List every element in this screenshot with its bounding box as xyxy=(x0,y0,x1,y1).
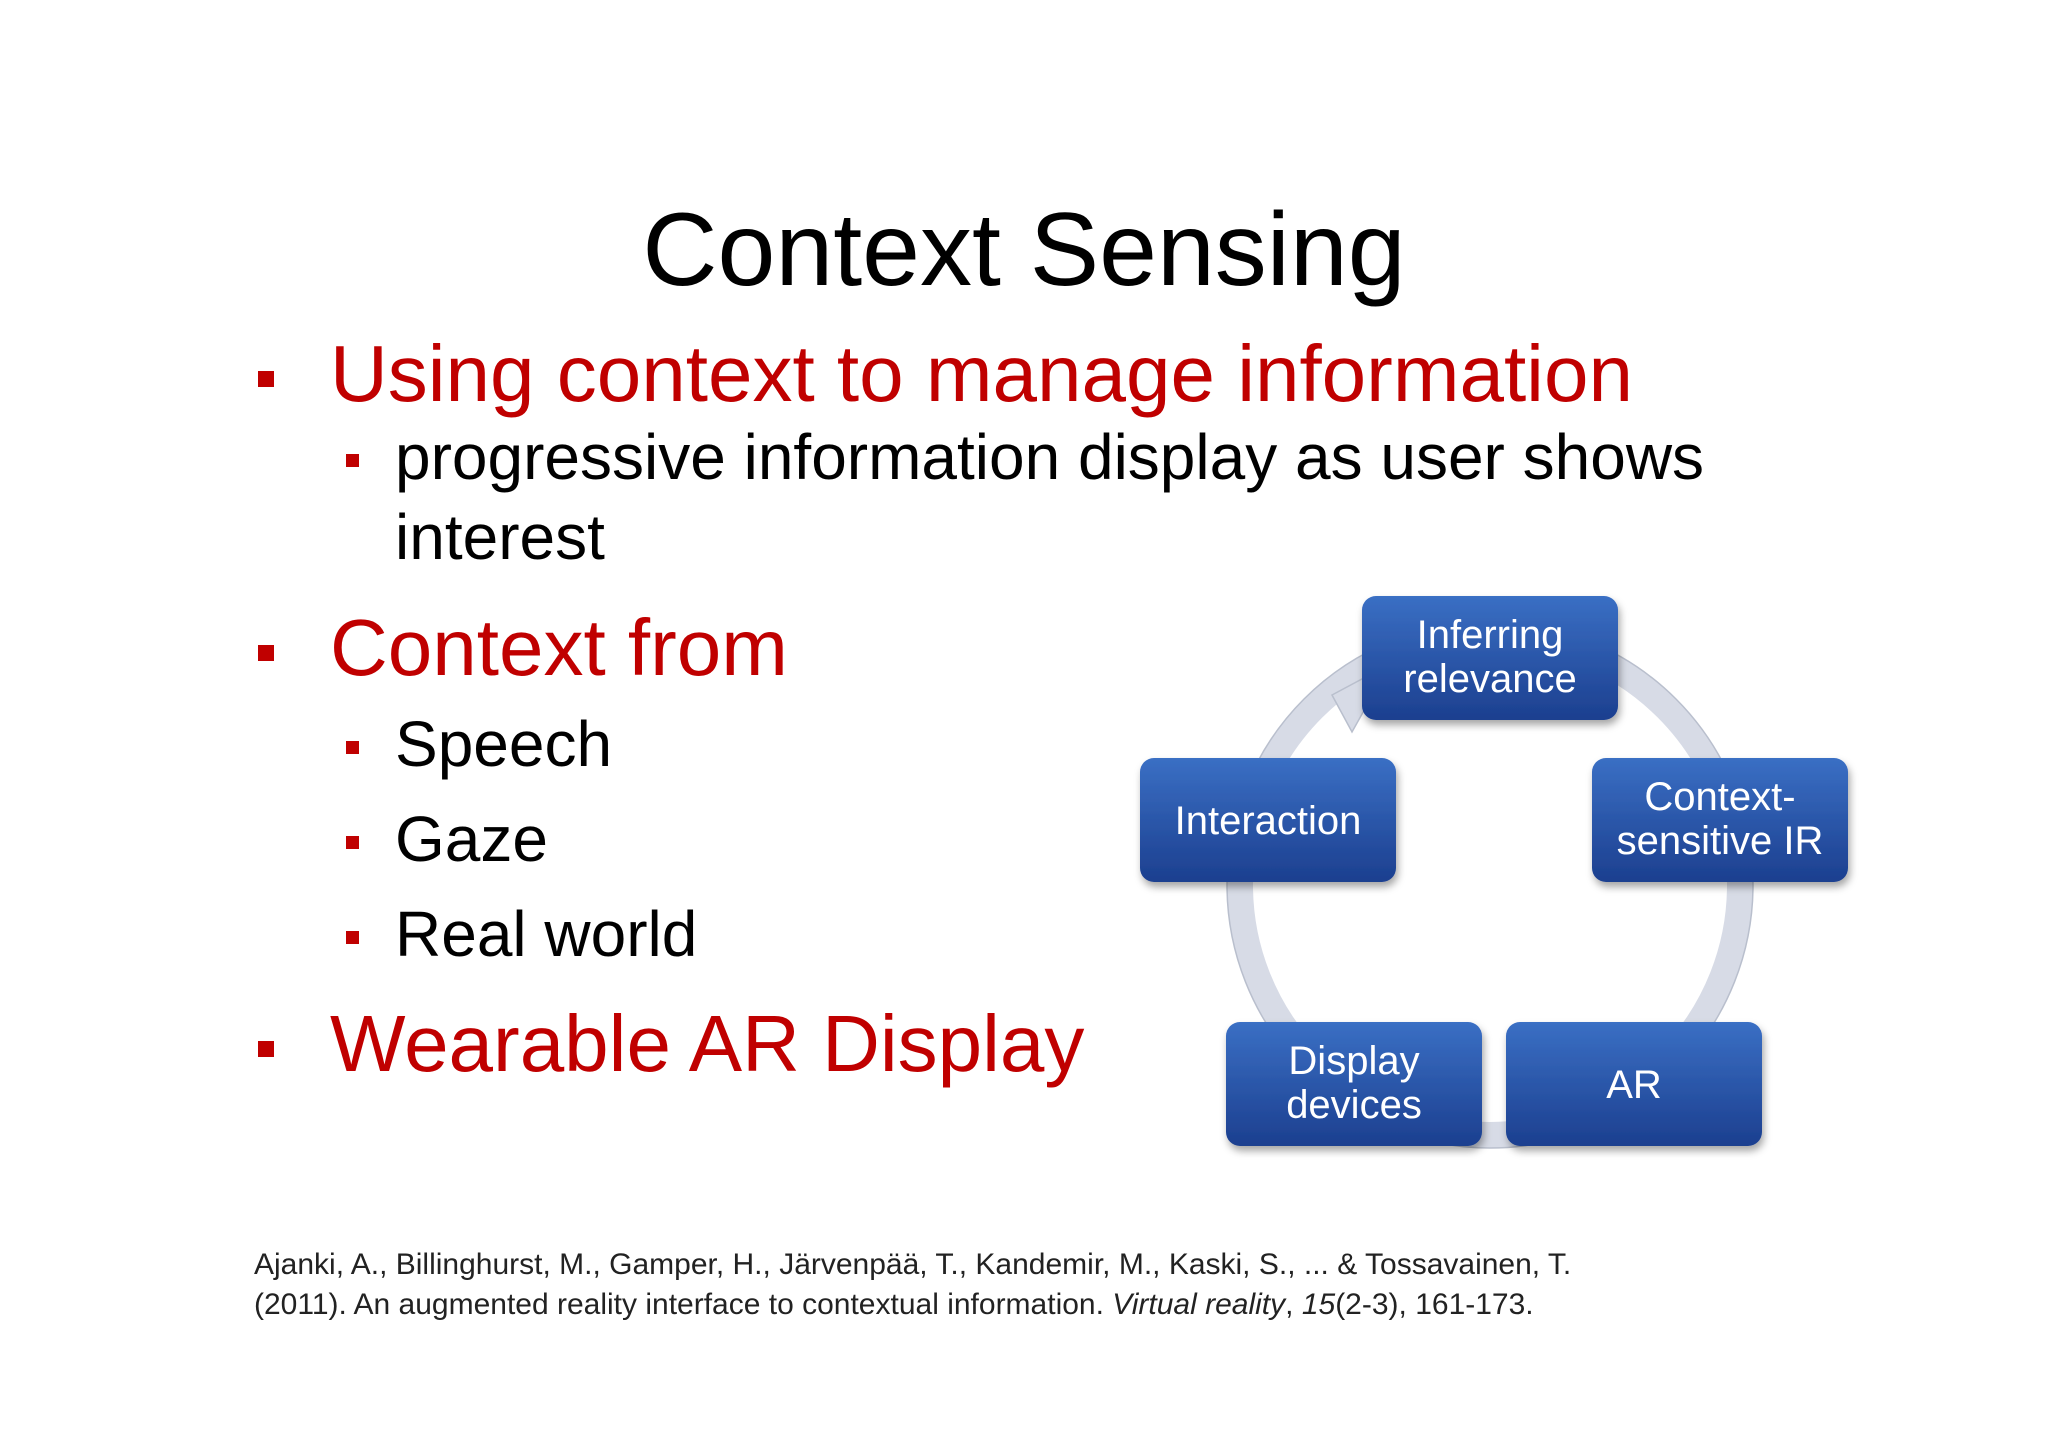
citation-line1: Ajanki, A., Billinghurst, M., Gamper, H.… xyxy=(254,1248,1572,1281)
citation: Ajanki, A., Billinghurst, M., Gamper, H.… xyxy=(254,1245,1854,1325)
bullet-progressive-display-cont: interest xyxy=(395,498,605,576)
node-display-devices-line2: devices xyxy=(1286,1083,1422,1127)
node-context-sensitive-ir-line1: Context- xyxy=(1644,775,1795,819)
bullet-using-context: Using context to manage information xyxy=(258,328,1633,420)
bullet-speech: Speech xyxy=(346,705,612,783)
node-interaction-label: Interaction xyxy=(1175,799,1362,843)
node-display-devices-line1: Display xyxy=(1288,1039,1419,1083)
cycle-diagram: Inferring relevance Context- sensitive I… xyxy=(1140,596,1848,1149)
bullet-text: progressive information display as user … xyxy=(395,421,1705,493)
node-inferring-relevance-line2: relevance xyxy=(1403,657,1576,701)
node-context-sensitive-ir-line2: sensitive IR xyxy=(1617,819,1824,863)
bullet-text: Real world xyxy=(395,898,698,970)
bullet-text: interest xyxy=(395,501,605,573)
node-inferring-relevance-line1: Inferring xyxy=(1417,613,1564,657)
bullet-text: Using context to manage information xyxy=(330,329,1633,418)
bullet-marker xyxy=(258,371,274,387)
citation-prefix: (2011). An augmented reality interface t… xyxy=(254,1288,1113,1321)
bullet-marker xyxy=(346,454,359,467)
slide-title: Context Sensing xyxy=(642,192,1406,308)
citation-sep: , xyxy=(1285,1288,1302,1321)
bullet-text: Speech xyxy=(395,708,613,780)
citation-tail: (2-3), 161-173. xyxy=(1335,1288,1534,1321)
node-inferring-relevance xyxy=(1362,596,1618,720)
bullet-gaze: Gaze xyxy=(346,800,548,878)
bullet-wearable-ar: Wearable AR Display xyxy=(258,998,1084,1090)
bullet-text: Context from xyxy=(330,603,788,692)
node-interaction xyxy=(1140,758,1396,882)
citation-volume: 15 xyxy=(1301,1288,1336,1321)
node-ar xyxy=(1506,1022,1762,1146)
node-display-devices xyxy=(1226,1022,1482,1146)
node-ar-label: AR xyxy=(1606,1063,1662,1107)
bullet-marker xyxy=(258,1041,274,1057)
bullet-marker xyxy=(258,645,274,661)
bullet-marker xyxy=(346,931,359,944)
citation-line2: (2011). An augmented reality interface t… xyxy=(254,1285,1854,1325)
node-context-sensitive-ir xyxy=(1592,758,1848,882)
bullet-text: Wearable AR Display xyxy=(330,999,1085,1088)
bullet-progressive-display: progressive information display as user … xyxy=(346,418,1704,496)
bullet-marker xyxy=(346,836,359,849)
bullet-text: Gaze xyxy=(395,803,548,875)
bullet-real-world: Real world xyxy=(346,895,697,973)
bullet-marker xyxy=(346,741,359,754)
bullet-context-from: Context from xyxy=(258,602,788,694)
citation-journal: Virtual reality xyxy=(1112,1288,1286,1321)
